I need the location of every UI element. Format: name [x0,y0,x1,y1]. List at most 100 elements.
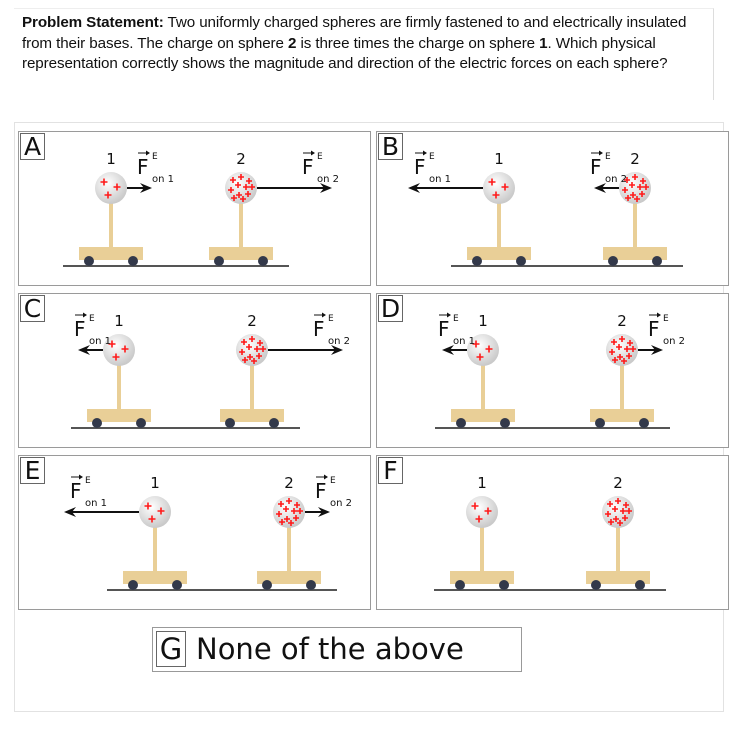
support-rod [153,526,157,572]
wheel [92,418,102,428]
vector-arrow-icon [447,312,451,318]
force-subscript: on 1 [85,498,107,509]
support-rod [287,526,291,572]
force-symbol: F [74,317,86,341]
sphere-1 [103,334,135,366]
plus-charge-icon [293,515,299,521]
plus-charge-icon [238,174,244,180]
plus-charge-icon [626,353,632,359]
plus-charge-icon [144,502,152,510]
plus-charge-icon [100,178,108,186]
vector-arrow-icon [322,312,326,318]
plus-charge-icon [619,336,625,342]
plus-charge-icon [112,353,120,361]
sphere-1 [467,334,499,366]
wheel [128,580,138,590]
option-letter: A [20,133,45,160]
plus-charge-icon [640,178,646,184]
force-superscript: E [89,314,95,324]
force-symbol: F [313,317,325,341]
vector-arrow-icon [599,150,603,156]
sphere-label: 1 [106,150,116,168]
wheel [608,256,618,266]
arrowhead [442,345,454,355]
cart [450,571,514,584]
wheel [516,256,526,266]
wheel [262,580,272,590]
plus-charge-icon [157,507,165,515]
sphere-1 [466,496,498,528]
option-letter: D [378,295,403,322]
plus-charge-icon [254,346,260,352]
arrowhead [408,183,420,193]
wheel [84,256,94,266]
wheel [258,256,268,266]
force-subscript: on 2 [330,498,352,509]
plus-charge-icon [622,187,628,193]
plus-charge-icon [230,177,236,183]
problem-statement: Problem Statement: Two uniformly charged… [14,8,714,100]
arrowhead [64,507,76,517]
option-letter: E [20,457,45,484]
sphere-label: 2 [613,474,623,492]
plus-charge-icon [485,345,493,353]
cart [603,247,667,260]
wheel [639,418,649,428]
force-symbol: F [590,155,602,179]
plus-charge-icon [148,515,156,523]
force-superscript: E [85,476,91,486]
plus-charge-icon [622,515,628,521]
force-symbol: F [70,479,82,503]
plus-charge-icon [630,192,636,198]
force-subscript: on 1 [453,336,475,347]
sphere-label: 2 [247,312,257,330]
plus-charge-icon [471,502,479,510]
plus-charge-icon [629,182,635,188]
sphere-label: 2 [284,474,294,492]
arrowhead [140,183,152,193]
force-subscript: on 2 [317,174,339,185]
force-superscript: E [328,314,334,324]
wheel [306,580,316,590]
plus-charge-icon [472,340,480,348]
plus-charge-icon [617,520,623,526]
wheel [472,256,482,266]
plus-charge-icon [231,195,237,201]
force-subscript: on 2 [663,336,685,347]
arrowhead [78,345,90,355]
option-g-text: None of the above [196,632,464,666]
vector-arrow-icon [324,474,328,480]
cart [586,571,650,584]
cart [451,409,515,422]
cart [590,409,654,422]
support-rod [480,526,484,572]
vector-arrow-icon [657,312,661,318]
plus-charge-icon [625,195,631,201]
plus-charge-icon [240,196,246,202]
plus-charge-icon [613,516,619,522]
wheel [591,580,601,590]
plus-charge-icon [609,349,615,355]
force-subscript: on 1 [89,336,111,347]
plus-charge-icon [632,174,638,180]
force-superscript: E [317,152,323,162]
plus-charge-icon [643,184,649,190]
arrowhead [651,345,663,355]
wheel [499,580,509,590]
plus-charge-icon [484,507,492,515]
force-subscript: on 1 [429,174,451,185]
wheel [214,256,224,266]
plus-charge-icon [620,508,626,514]
plus-charge-icon [617,354,623,360]
plus-charge-icon [634,196,640,202]
